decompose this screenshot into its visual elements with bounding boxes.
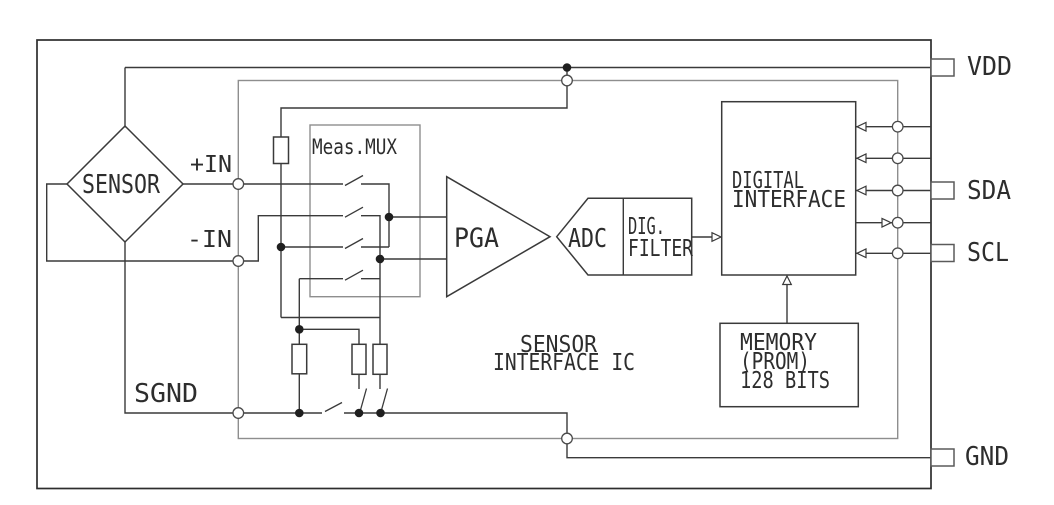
digital-interface-label-line1: DIGITAL: [732, 168, 804, 194]
wire-mux-out-b: [281, 215, 447, 345]
sensor-bridge-diamond: [65, 124, 185, 244]
pad-sda: [891, 184, 904, 197]
pad-gnd: [561, 432, 573, 445]
pad-minus-in: [232, 255, 245, 267]
junction-sgnd-2: [354, 408, 364, 418]
junction-sgnd-1: [295, 408, 304, 418]
digital-interface-label-line2: INTERFACE: [732, 187, 846, 213]
meas-mux-box: [309, 124, 421, 298]
pga-label: PGA: [454, 223, 499, 254]
resistor-vdd: [272, 136, 290, 165]
terminal-minus-in-label: -IN: [187, 227, 232, 253]
chip-title-line1: SENSOR: [520, 332, 597, 358]
pad-right-1: [891, 120, 904, 133]
meas-mux-label: Meas.MUX: [312, 135, 397, 159]
memory-box: [719, 322, 860, 408]
wire-mux-out-a: [361, 183, 447, 248]
junction-sgnd-3: [376, 408, 385, 418]
junction-pga-top: [384, 212, 394, 222]
pin-scl: [930, 243, 955, 263]
pad-vdd: [561, 74, 573, 87]
pad-plus-in: [232, 178, 245, 190]
sensor-label: SENSOR: [82, 170, 160, 200]
arrowhead-pad4-out: [881, 217, 893, 228]
memory-label-line1: MEMORY: [740, 330, 817, 356]
arrowhead-sda-in: [855, 185, 867, 196]
memory-label-line2: (PROM): [740, 349, 810, 375]
resistor-bottom-3: [372, 343, 388, 376]
resistor-bottom-1: [291, 343, 308, 375]
sgnd-switch-arms: [324, 388, 389, 413]
arrowhead-pad1-in: [855, 121, 867, 132]
pin-vdd-label: VDD: [967, 52, 1012, 82]
pad-right-2: [891, 152, 904, 165]
pin-gnd: [930, 448, 955, 467]
mux-switch-arms: [344, 174, 364, 281]
wire-sgnd-gnd-net: [124, 242, 931, 459]
arrowhead-filter-to-interface: [711, 231, 723, 243]
pad-scl: [891, 247, 904, 260]
junction-pga-bottom: [375, 254, 385, 264]
junction-row3-feed: [276, 242, 286, 252]
pin-scl-label: SCL: [967, 238, 1009, 268]
pga-triangle: [445, 175, 552, 299]
chip-title-line2: INTERFACE IC: [493, 350, 635, 376]
resistor-bottom-2: [351, 343, 367, 376]
terminal-sgnd-label: SGND: [134, 379, 198, 409]
junction-vdd-rail: [562, 63, 572, 72]
pin-sda: [930, 181, 955, 200]
pin-gnd-label: GND: [965, 442, 1009, 472]
junction-bottom-node: [295, 325, 304, 334]
wire-vdd-net: [124, 66, 930, 137]
pad-right-4: [891, 216, 904, 229]
wire-minus-in: [46, 183, 343, 262]
pin-sda-label: SDA: [967, 176, 1011, 206]
arrowhead-pad2-in: [855, 153, 867, 164]
filter-label-line2: FILTER: [628, 236, 693, 262]
pin-vdd: [930, 58, 955, 77]
adc-filter-block: [555, 197, 693, 276]
terminal-plus-in-label: +IN: [190, 152, 232, 178]
package-outline: [36, 39, 932, 490]
pad-sgnd: [232, 407, 245, 419]
digital-interface-box: [720, 100, 857, 276]
arrowhead-scl-in: [855, 248, 867, 259]
filter-label-line1: DIG.: [628, 214, 665, 240]
adc-label: ADC: [568, 224, 607, 254]
arrowhead-memory-to-interface: [781, 274, 793, 286]
wire-bottom-resistor-node: [299, 328, 381, 389]
memory-label-line3: 128 BITS: [740, 368, 830, 394]
wire-vdd-resistor-column: [280, 163, 343, 318]
